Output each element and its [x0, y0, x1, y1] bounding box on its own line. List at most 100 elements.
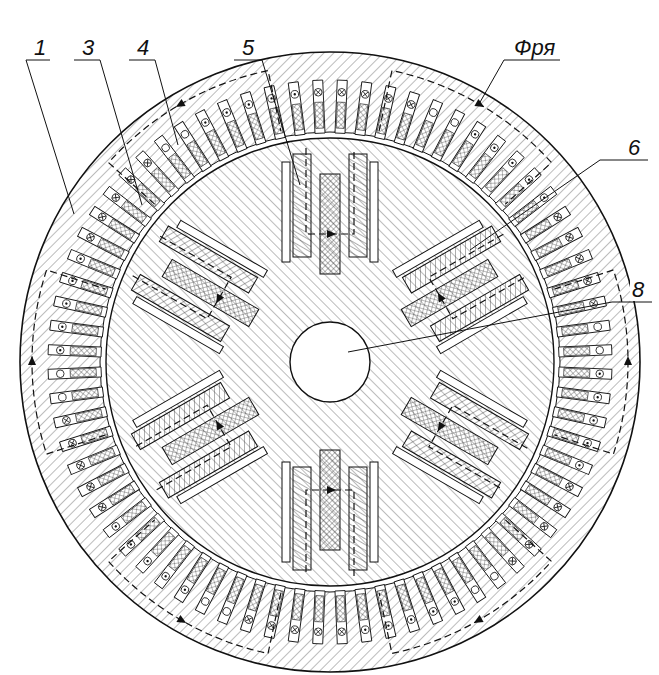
coil-side [121, 201, 146, 223]
conductor-symbol [450, 117, 460, 127]
conductor-symbol [200, 596, 210, 606]
conductor-symbol [384, 94, 393, 103]
slot [540, 249, 593, 279]
current-dot [65, 302, 68, 305]
slot-outline [68, 445, 121, 475]
slot [559, 345, 612, 357]
flux-arrow [434, 421, 445, 433]
conductor-symbol [97, 502, 107, 512]
conductor-symbol [110, 192, 121, 203]
conductor-symbol [593, 393, 602, 402]
current-dot [527, 178, 530, 181]
coil-side [315, 102, 324, 128]
stator-flux-path [109, 71, 281, 205]
slot [375, 86, 396, 140]
coil-side [357, 104, 368, 131]
pole-piece [401, 397, 498, 464]
stator-flux-path [379, 71, 551, 205]
current-dot [410, 618, 413, 621]
coil-side [88, 448, 115, 465]
stator-slots [48, 80, 612, 644]
callout-number: 5 [240, 37, 256, 59]
current-cross [554, 213, 561, 220]
rotor-flux-path [133, 234, 231, 319]
stator-flux-path [109, 520, 281, 654]
conductor-symbol [68, 276, 78, 286]
leader-line [234, 60, 300, 185]
coil-side [248, 113, 263, 140]
conductor-symbol [489, 142, 500, 153]
current-dot [596, 396, 599, 399]
slot [556, 387, 610, 404]
coil-side [292, 104, 303, 131]
slot [240, 579, 265, 633]
slot [313, 591, 325, 644]
current-cross [112, 194, 119, 201]
coil-side [169, 545, 191, 570]
conductor-symbol [539, 521, 550, 532]
conductor-symbol [428, 606, 438, 616]
current-dot [493, 146, 496, 149]
coil-side [500, 517, 525, 540]
coil-side [109, 484, 135, 505]
current-cross [316, 90, 321, 95]
conductor-symbol [593, 322, 602, 331]
conductor-symbol [314, 628, 322, 636]
conductor-symbol [160, 571, 171, 582]
callout-number: 3 [80, 37, 96, 59]
current-dot [247, 103, 250, 106]
leader-line [348, 302, 652, 352]
slot-outline [547, 426, 601, 451]
rotor-poles [121, 148, 540, 576]
current-dot [586, 442, 589, 445]
current-cross [87, 483, 94, 490]
conductor-symbol [406, 100, 416, 110]
current-cross [339, 90, 344, 95]
conductor-symbol [583, 438, 593, 448]
flux-arrow [434, 291, 445, 303]
flux-label: Фря [512, 37, 557, 59]
leader-line [129, 60, 178, 145]
rotor-flux-path [429, 234, 527, 319]
conductor-symbol [244, 615, 254, 625]
current-cross [99, 503, 106, 510]
slot [264, 584, 285, 638]
callout-number: 4 [135, 37, 151, 59]
rotor-flux-path [133, 405, 231, 490]
slot [48, 367, 101, 379]
coil-side [169, 153, 191, 178]
coil-side [98, 467, 125, 486]
callout-number: 8 [630, 279, 646, 301]
leader-line [479, 60, 560, 104]
flux-arrow [28, 356, 36, 365]
slot [556, 320, 610, 337]
current-cross [408, 101, 415, 108]
current-dot [183, 588, 186, 591]
slot [60, 426, 114, 451]
coil-side [151, 532, 174, 557]
coil-side [469, 545, 491, 570]
conductor-symbol [244, 100, 254, 110]
conductor-symbol [222, 606, 232, 616]
magnet-group [121, 213, 278, 359]
slot [288, 82, 305, 136]
coil-side [564, 347, 590, 356]
magnet-group [282, 450, 378, 576]
conductor-symbol [489, 571, 500, 582]
conductor-symbol [361, 625, 370, 634]
current-cross [566, 483, 573, 490]
conductor-symbol [589, 416, 598, 425]
current-dot [129, 543, 132, 546]
slot-outline [394, 92, 419, 146]
conductor-symbol [160, 142, 171, 153]
coil-side [336, 102, 345, 128]
current-dot [578, 464, 581, 467]
current-cross [87, 234, 94, 241]
slot [335, 80, 347, 133]
slot [552, 407, 606, 428]
slot-outline [264, 86, 285, 140]
conductor-symbol [428, 108, 438, 118]
slot-outline [559, 345, 612, 357]
conductor-symbol [180, 129, 190, 139]
current-dot [473, 133, 476, 136]
